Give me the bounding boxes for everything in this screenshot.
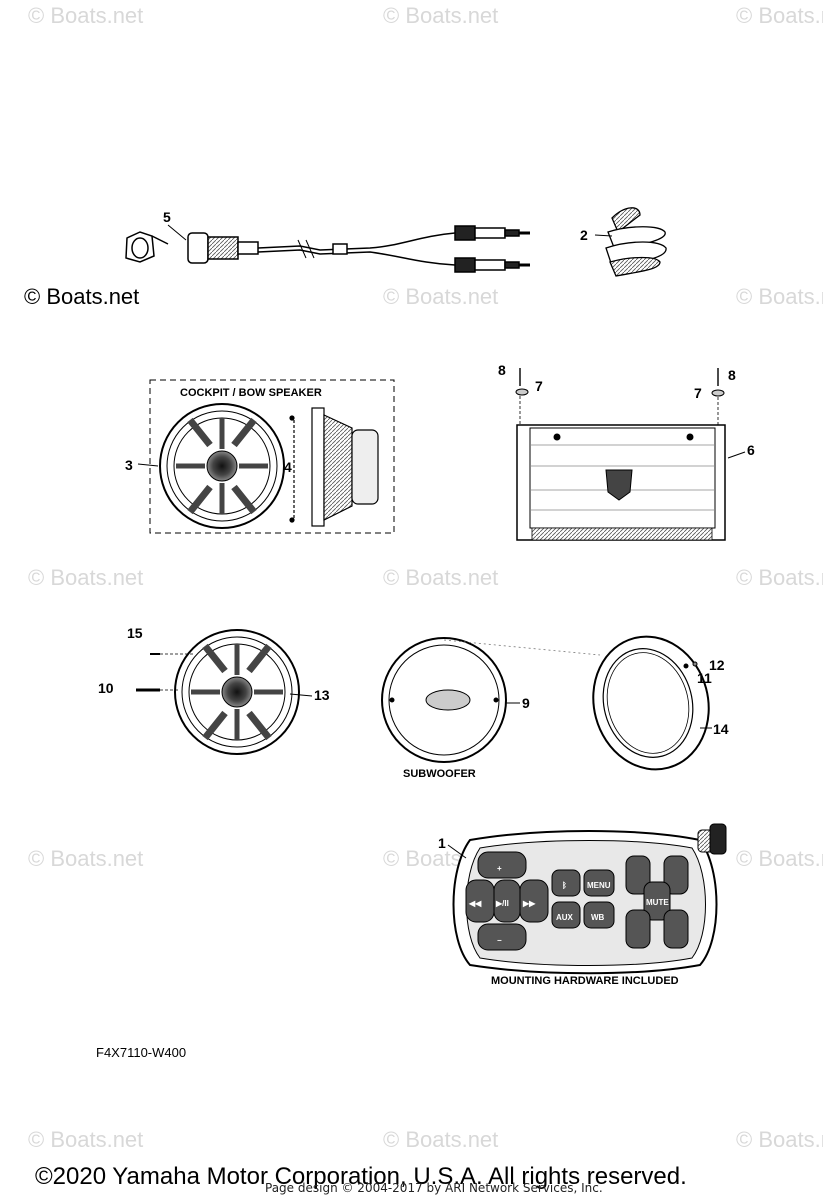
cockpit-speaker-icon [159, 403, 285, 529]
remote-vol-up-button: + [497, 864, 502, 873]
remote-prev-button: ◀◀ [468, 899, 482, 908]
aux-cable-icon [125, 224, 530, 273]
callout-12: 12 [709, 657, 725, 673]
page-design-credit: Page design © 2004-2017 by ARI Network S… [265, 1181, 603, 1195]
remote-vol-down-button: − [497, 936, 502, 945]
watermark-prominent: © Boats.net [24, 284, 140, 309]
cable-clip-icon [594, 207, 667, 277]
watermark: © Boats.net [736, 565, 823, 590]
subwoofer-icon [381, 637, 601, 763]
callout-8b: 8 [728, 367, 736, 383]
caption-subwoofer: SUBWOOFER [403, 768, 476, 780]
callout-3: 3 [125, 457, 133, 473]
remote-aux-button: AUX [556, 913, 574, 922]
callout-11: 11 [697, 670, 712, 686]
watermark: © Boats.net [736, 3, 823, 28]
watermark: © Boats.net [736, 846, 823, 871]
callout-1: 1 [438, 835, 446, 851]
callout-5: 5 [163, 209, 171, 225]
remote-bluetooth-button: ᛒ [562, 881, 567, 890]
part-code: F4X7110-W400 [96, 1045, 187, 1060]
callout-15: 15 [127, 625, 143, 641]
remote-next-button: ▶▶ [522, 899, 536, 908]
watermark: © Boats.net [383, 284, 499, 309]
speaker-13-icon [136, 629, 313, 755]
watermark: © Boats.net [383, 1127, 499, 1152]
callout-13: 13 [314, 687, 330, 703]
watermark: © Boats.net [383, 565, 499, 590]
remote-icon [447, 823, 727, 975]
callout-6: 6 [747, 442, 755, 458]
amplifier-icon [515, 368, 746, 541]
remote-menu-button: MENU [587, 881, 611, 890]
callout-10: 10 [98, 680, 114, 696]
watermark: © Boats.net [736, 1127, 823, 1152]
callout-14: 14 [713, 721, 729, 737]
caption-mounting: MOUNTING HARDWARE INCLUDED [491, 975, 679, 987]
callout-7b: 7 [694, 385, 702, 401]
callout-4: 4 [284, 459, 292, 475]
cockpit-speaker-side-icon [289, 407, 379, 527]
caption-cockpit: COCKPIT / BOW SPEAKER [180, 387, 322, 399]
remote-mute-button: MUTE [646, 898, 669, 907]
copyright: ©2020 Yamaha Motor Corporation, U.S.A. A… [35, 1163, 687, 1190]
watermark: © Boats.net [28, 3, 144, 28]
watermark: © Boats.net [736, 284, 823, 309]
remote-wb-button: WB [591, 913, 605, 922]
cockpit-speaker-box [149, 379, 395, 534]
callout-8a: 8 [498, 362, 506, 378]
callout-9: 9 [522, 695, 530, 711]
mounting-ring-icon [592, 635, 712, 771]
callout-7a: 7 [535, 378, 543, 394]
callout-2: 2 [580, 227, 588, 243]
watermark: © Boats.net [28, 1127, 144, 1152]
remote-play-button: ▶/II [495, 899, 509, 908]
watermark: © Boats.net [383, 3, 499, 28]
watermark: © Boats.net [28, 846, 144, 871]
watermark: © Boats.net [28, 565, 144, 590]
